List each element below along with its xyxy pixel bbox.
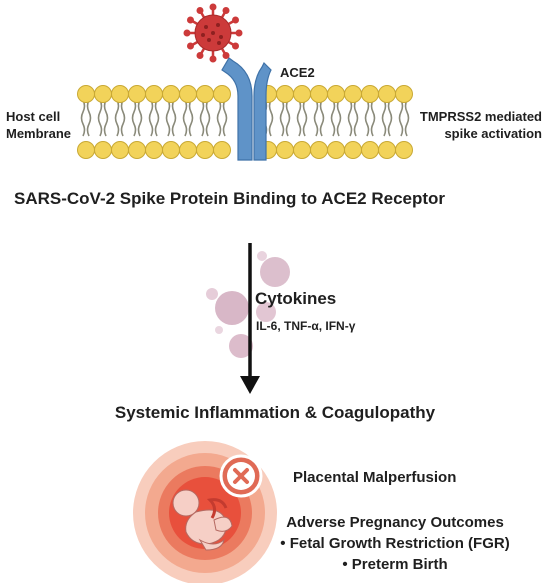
lipid-head [162,85,180,103]
preterm-birth-item: • Preterm Birth [342,556,448,573]
fetus-uterus-icon [133,441,277,583]
tmprss2-label-line2: spike activation [444,126,542,141]
lipid-head [378,85,396,103]
placental-malperfusion-label: Placental Malperfusion [293,469,457,486]
lipid-head [128,85,146,103]
down-arrow-icon [240,243,260,394]
lipid-head [111,141,129,159]
lipid-head [310,141,328,159]
lipid-head [310,85,328,103]
lipid-head [145,141,163,159]
lipid-head [94,141,112,159]
lipid-head [213,141,231,159]
cytokines-heading: Cytokines [255,289,337,308]
tmprss2-label-line1: TMPRSS2 mediated [419,109,542,124]
host-cell-membrane-label: Host cell Membrane [6,108,71,142]
lipid-head [344,85,362,103]
lipid-head [213,85,231,103]
lipid-head [327,141,345,159]
lipid-head [94,85,112,103]
host-cell-label-line1: Host cell [6,109,61,124]
lipid-head [344,141,362,159]
lipid-head [196,85,214,103]
host-cell-label-line2: Membrane [6,126,72,141]
tmprss2-label: TMPRSS2 mediated spike activation [420,108,542,142]
lipid-head [196,141,214,159]
lipid-head [395,141,413,159]
lipid-head [293,141,311,159]
lipid-head [128,141,146,159]
cytokines-list: IL-6, TNF-α, IFN-γ [256,319,356,333]
lipid-head [327,85,345,103]
lipid-head [276,85,294,103]
lipid-head [77,85,95,103]
fgr-item: • Fetal Growth Restriction (FGR) [280,535,510,552]
cytokine-bubbles-icon [206,251,290,358]
lipid-head [276,141,294,159]
lipid-head [395,85,413,103]
lipid-head [77,141,95,159]
lipid-head [361,85,379,103]
lipid-head [179,85,197,103]
virus-icon [183,3,243,63]
lipid-head [162,141,180,159]
adverse-outcomes-heading: Adverse Pregnancy Outcomes [286,514,504,531]
lipid-head [145,85,163,103]
ace2-receptor-icon [221,57,272,161]
x-mark-icon [219,454,263,498]
inflammation-title: Systemic Inflammation & Coagulopathy [114,403,436,422]
lipid-head [378,141,396,159]
binding-title: SARS-CoV-2 Spike Protein Binding to ACE2… [14,189,446,208]
lipid-head [111,85,129,103]
lipid-head [361,141,379,159]
lipid-head [293,85,311,103]
ace2-label: ACE2 [280,65,315,80]
lipid-head [179,141,197,159]
